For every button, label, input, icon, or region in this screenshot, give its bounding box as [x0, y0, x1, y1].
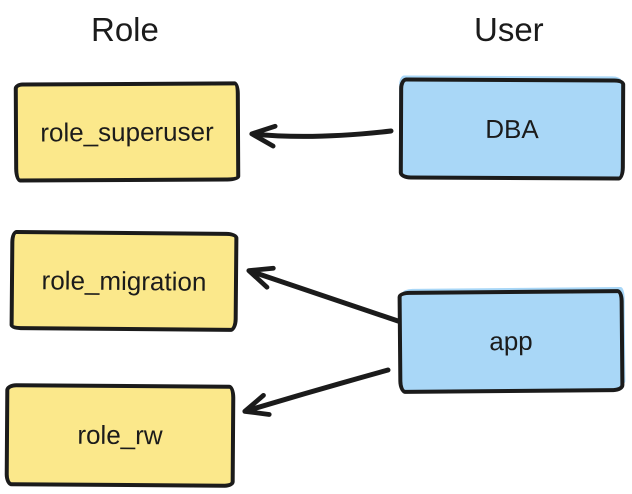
- node-role-superuser-label: role_superuser: [40, 116, 214, 147]
- arrow-app-to-role-rw: [242, 367, 391, 417]
- node-user-app-label: app: [489, 325, 533, 357]
- arrow-app-to-role-migration: [246, 265, 401, 324]
- node-user-dba: DBA: [398, 77, 626, 181]
- node-role-migration: role_migration: [9, 230, 239, 332]
- node-role-superuser: role_superuser: [13, 81, 241, 183]
- role-column-heading: Role: [91, 11, 159, 48]
- node-role-migration-label: role_migration: [41, 264, 207, 297]
- node-role-rw-label: role_rw: [77, 419, 163, 451]
- arrow-dba-to-role-superuser: [249, 123, 394, 149]
- node-role-rw: role_rw: [4, 383, 236, 488]
- node-user-dba-label: DBA: [485, 113, 539, 144]
- node-user-app: app: [397, 289, 625, 394]
- user-column-heading: User: [474, 11, 544, 48]
